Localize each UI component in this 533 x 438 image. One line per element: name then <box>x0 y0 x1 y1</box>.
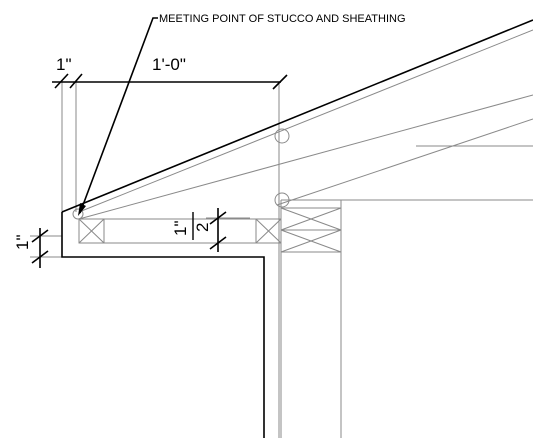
callout-leader <box>79 17 158 214</box>
rafter-underside-line <box>78 94 533 220</box>
callout-label: MEETING POINT OF STUCCO AND SHEATHING <box>159 13 406 25</box>
roof-top-line <box>61 19 533 213</box>
dimension-overhang-offset: 1" <box>56 55 72 74</box>
tick-fascia-1 <box>31 229 49 243</box>
tick-fascia-2 <box>31 250 49 264</box>
tick-gap-1 <box>209 211 227 225</box>
rafter-bottom-line <box>276 118 533 206</box>
dimension-overhang-length: 1'-0" <box>152 55 186 74</box>
rafter-line-inner <box>78 29 533 213</box>
tick-top-1 <box>54 73 69 89</box>
top-plate-lower <box>280 229 342 253</box>
gap-denominator: 2 <box>193 223 212 232</box>
reference-circle-lower <box>274 192 290 208</box>
tick-gap-2 <box>209 236 227 250</box>
gap-numerator: 1" <box>171 221 190 237</box>
callout-arrowhead <box>78 203 86 216</box>
dimension-gap-fraction: 1" 2 <box>171 212 212 240</box>
light-linework <box>30 29 533 438</box>
heavy-linework <box>31 17 533 438</box>
tick-top-2 <box>69 73 83 89</box>
tick-top-3 <box>272 74 288 90</box>
dimension-fascia-thickness: 1" <box>13 235 32 251</box>
eave-outline <box>61 212 265 438</box>
reference-circle-upper <box>274 128 290 144</box>
blocking-left <box>78 218 105 244</box>
meeting-point-circle <box>72 208 84 220</box>
